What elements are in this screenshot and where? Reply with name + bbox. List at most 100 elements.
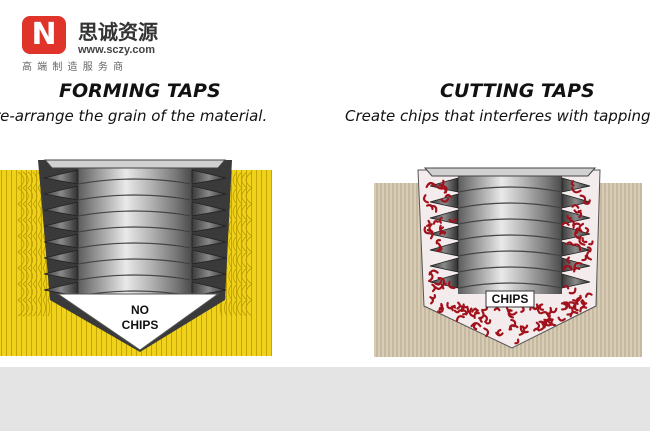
- chip: [432, 220, 439, 225]
- chip: [535, 321, 541, 331]
- chip: [462, 303, 469, 309]
- chip: [436, 185, 444, 190]
- chip: [438, 179, 445, 187]
- thread-tooth: [429, 241, 459, 257]
- chip: [550, 319, 557, 327]
- brand-url: www.sczy.com: [78, 44, 156, 56]
- cutting-taps-subtitle: Create chips that interferes with tappin…: [345, 107, 650, 125]
- thread-tooth: [43, 169, 79, 185]
- chip: [438, 216, 443, 224]
- chip: [579, 299, 586, 310]
- thread-tooth: [191, 233, 227, 249]
- cutting-tap-top: [423, 167, 597, 177]
- chip: [434, 280, 443, 286]
- thread-tooth: [191, 217, 227, 233]
- thread-line: [457, 282, 563, 289]
- chip: [557, 316, 566, 322]
- thread-line: [77, 210, 193, 217]
- forming-tap-core: [78, 166, 192, 296]
- chip: [569, 311, 579, 318]
- chip: [479, 316, 484, 323]
- chip: [538, 305, 545, 311]
- chip: [584, 292, 593, 298]
- chip: [563, 303, 568, 309]
- thread-line: [77, 242, 193, 249]
- chip: [574, 228, 580, 240]
- chip: [578, 235, 586, 246]
- chip: [573, 261, 583, 269]
- chip: [428, 223, 434, 233]
- chip: [448, 218, 457, 223]
- metal-chips: [422, 179, 594, 345]
- thread-tooth: [191, 169, 227, 185]
- thread-line: [77, 274, 193, 281]
- chip: [448, 280, 456, 290]
- thread-tooth: [43, 185, 79, 201]
- thread-tooth: [191, 201, 227, 217]
- chip: [422, 194, 430, 204]
- grain-line: [241, 171, 248, 317]
- chip: [460, 309, 468, 316]
- no-chips-label-line1: NO: [131, 303, 149, 317]
- thread-line: [77, 258, 193, 265]
- brand-name: 思诚资源: [78, 20, 158, 44]
- chip: [423, 226, 431, 235]
- chip: [427, 181, 435, 186]
- thread-tooth: [561, 241, 591, 257]
- forming-tap-top: [43, 159, 227, 169]
- chip: [435, 242, 442, 252]
- thread-tooth: [43, 217, 79, 233]
- chip: [569, 219, 575, 227]
- thread-line: [457, 234, 563, 241]
- chip: [547, 317, 552, 325]
- thread-tooth: [191, 185, 227, 201]
- chip: [437, 307, 444, 314]
- chip: [440, 187, 447, 194]
- thread-tooth: [191, 249, 227, 265]
- chip: [496, 328, 502, 336]
- thread-tooth: [561, 209, 591, 225]
- chip: [429, 204, 438, 213]
- chip: [584, 227, 590, 234]
- chip: [440, 197, 450, 203]
- thread-line: [457, 266, 563, 273]
- chip: [519, 325, 529, 334]
- cutting-tap-core: [458, 174, 562, 294]
- grain-line: [32, 171, 38, 317]
- chip: [426, 229, 434, 240]
- chip: [565, 241, 574, 246]
- chips-label: CHIPS: [491, 292, 529, 306]
- chip: [579, 194, 587, 204]
- forming-tap-threads: [43, 166, 227, 297]
- chip: [437, 277, 446, 286]
- chip: [520, 306, 525, 313]
- thread-tooth: [561, 177, 591, 193]
- chip: [575, 296, 583, 306]
- chip: [508, 324, 519, 331]
- thread-line: [457, 202, 563, 209]
- chip: [540, 311, 550, 318]
- chip: [485, 319, 492, 325]
- chip: [444, 193, 452, 198]
- grain-line: [237, 171, 243, 317]
- cutting-tap-illustration: [374, 167, 642, 357]
- thread-line: [457, 218, 563, 225]
- chip: [468, 307, 476, 318]
- thread-tooth: [43, 249, 79, 265]
- thread-tooth: [43, 265, 79, 281]
- grain-line: [22, 171, 29, 317]
- thread-line: [77, 226, 193, 233]
- chip: [493, 307, 501, 312]
- chip: [578, 222, 585, 233]
- chip: [518, 325, 526, 336]
- chip: [566, 214, 572, 220]
- chip: [580, 300, 588, 306]
- chip: [570, 180, 575, 187]
- thread-tooth: [43, 233, 79, 249]
- chip: [538, 320, 546, 329]
- chip: [572, 222, 581, 229]
- forming-taps-subtitle: re-arrange the grain of the material.: [0, 107, 268, 125]
- chip: [563, 264, 573, 271]
- thread-line: [77, 194, 193, 201]
